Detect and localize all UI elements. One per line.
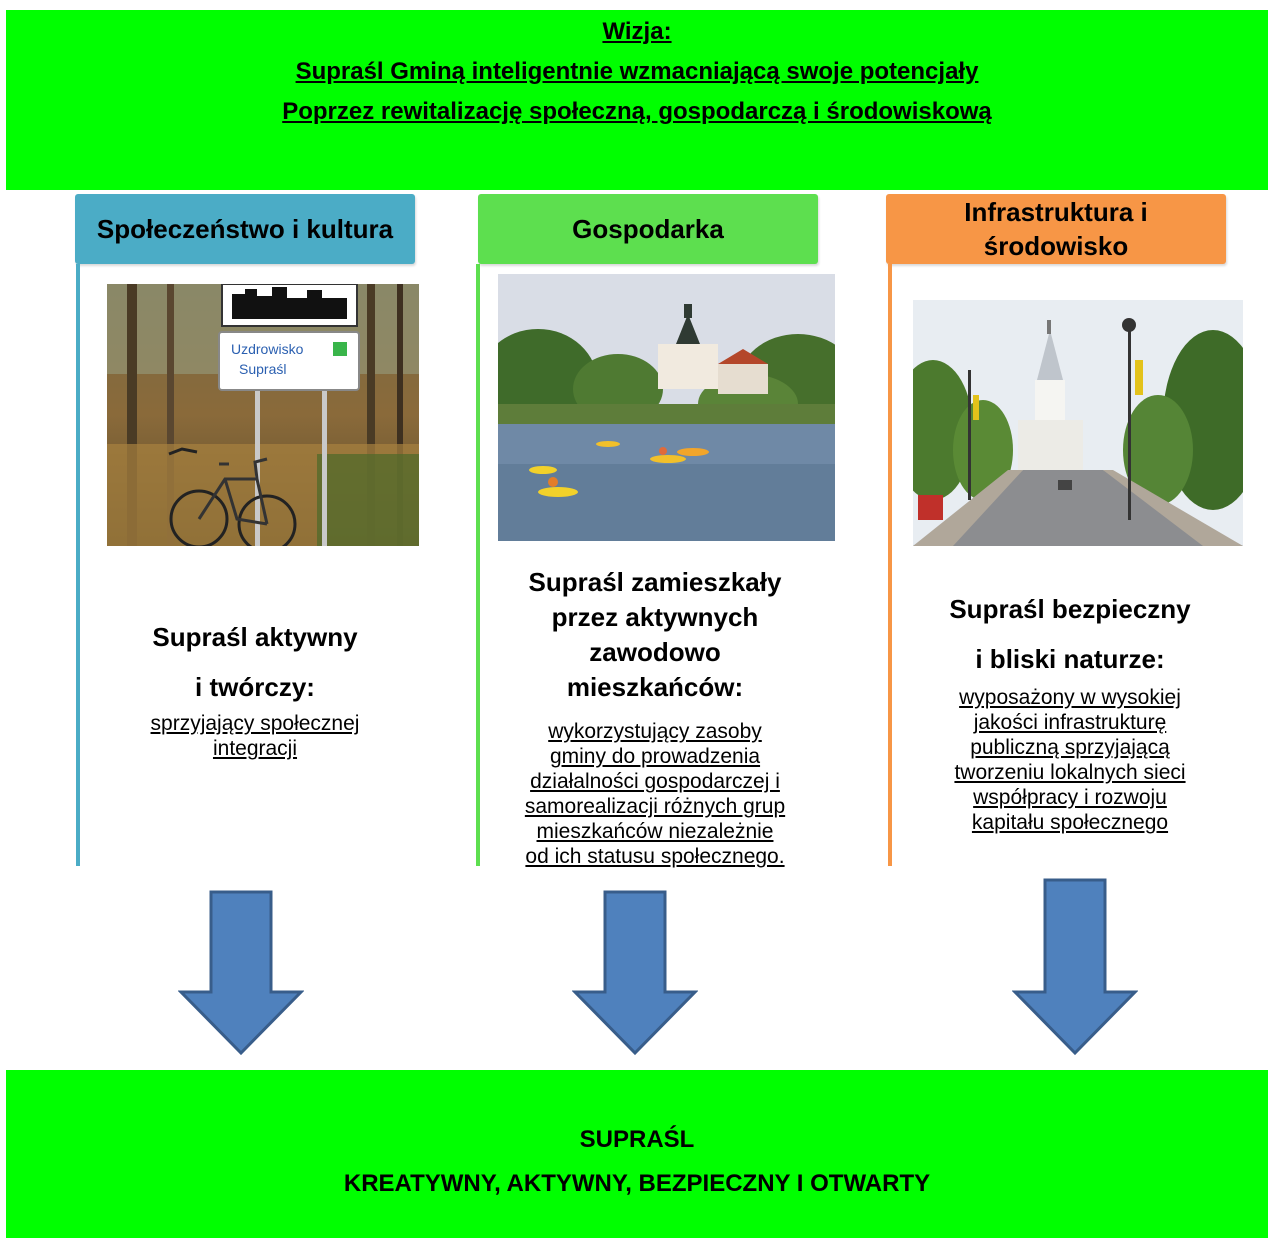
desc-infra-line-5: współpracy i rozwoju [973,786,1167,809]
desc-economy-line-2: gminy do prowadzenia [549,745,761,768]
header-economy: Gospodarka [478,194,818,264]
desc-economy-line-4: samorealizacji różnych grup [524,795,786,818]
down-arrow-icon [572,890,698,1056]
header-infra-line-2: środowisko [983,231,1129,261]
result-banner: SUPRAŚL KREATYWNY, AKTYWNY, BEZPIECZNY I… [6,1070,1268,1238]
header-infrastructure: Infrastruktura i środowisko [886,194,1226,264]
title-economy: Supraśl zamieszkały przez aktywnych zawo… [490,565,820,705]
desc-economy-line-3: działalności gospodarczej i [530,770,780,793]
desc-economy-line-1: wykorzystujący zasoby [548,720,762,743]
desc-infra-line-2: jakości infrastrukturę [973,711,1167,734]
column-line-society [76,264,80,866]
desc-economy-line-5: mieszkańców niezależnie [536,820,774,843]
title-economy-line-1: Supraśl zamieszkały [528,567,782,597]
desc-infra-line-4: tworzeniu lokalnych sieci [954,761,1186,784]
title-society-line-1: Supraśl aktywny [152,622,358,652]
desc-infra-line-6: kapitału społecznego [971,811,1169,834]
vision-heading: Wizja: [602,18,672,45]
photo-street-church [913,300,1243,546]
title-infra-line-2: i bliski naturze: [975,644,1165,674]
desc-economy: wykorzystujący zasoby gminy do prowadzen… [490,719,820,869]
photo-river-kayaks [498,274,835,541]
desc-society-line-2: integracji [212,737,298,760]
desc-society-line-1: sprzyjający społecznej [150,712,360,735]
vision-banner: Wizja: Supraśl Gminą inteligentnie wzmac… [6,10,1268,190]
title-society: Supraśl aktywny i twórczy: [110,612,400,712]
title-economy-line-2: przez aktywnych [551,602,759,632]
desc-infra-line-1: wyposażony w wysokiej [959,686,1181,709]
title-society-line-2: i twórczy: [195,672,315,702]
title-infra: Supraśl bezpieczny i bliski naturze: [905,584,1235,684]
header-society-label: Społeczeństwo i kultura [96,214,394,244]
title-economy-line-4: mieszkańców: [566,672,744,702]
result-line-2: KREATYWNY, AKTYWNY, BEZPIECZNY I OTWARTY [343,1170,931,1197]
result-line-1: SUPRAŚL [579,1126,695,1153]
desc-infra: wyposażony w wysokiej jakości infrastruk… [905,685,1235,835]
header-infra-line-1: Infrastruktura i [964,197,1148,227]
down-arrow-icon [178,890,304,1056]
vision-line-2: Poprzez rewitalizację społeczną, gospoda… [282,98,992,125]
desc-economy-line-6: od ich statusu społecznego. [525,845,785,868]
header-infra-label: Infrastruktura i środowisko [964,195,1148,263]
photo-spa-sign-bicycle: Uzdrowisko Supraśl [107,284,419,546]
header-economy-label: Gospodarka [572,214,724,244]
vision-line-1: Supraśl Gminą inteligentnie wzmacniającą… [295,58,979,85]
sign-text-line-2: Supraśl [239,361,286,377]
header-society-culture: Społeczeństwo i kultura [75,194,415,264]
title-economy-line-3: zawodowo [589,637,721,667]
down-arrow-icon [1012,878,1138,1056]
column-line-economy [476,264,480,866]
desc-society: sprzyjający społecznej integracji [110,711,400,761]
desc-infra-line-3: publiczną sprzyjającą [970,736,1170,759]
sign-text-line-1: Uzdrowisko [231,341,304,357]
column-line-infra [888,264,892,866]
title-infra-line-1: Supraśl bezpieczny [949,594,1191,624]
